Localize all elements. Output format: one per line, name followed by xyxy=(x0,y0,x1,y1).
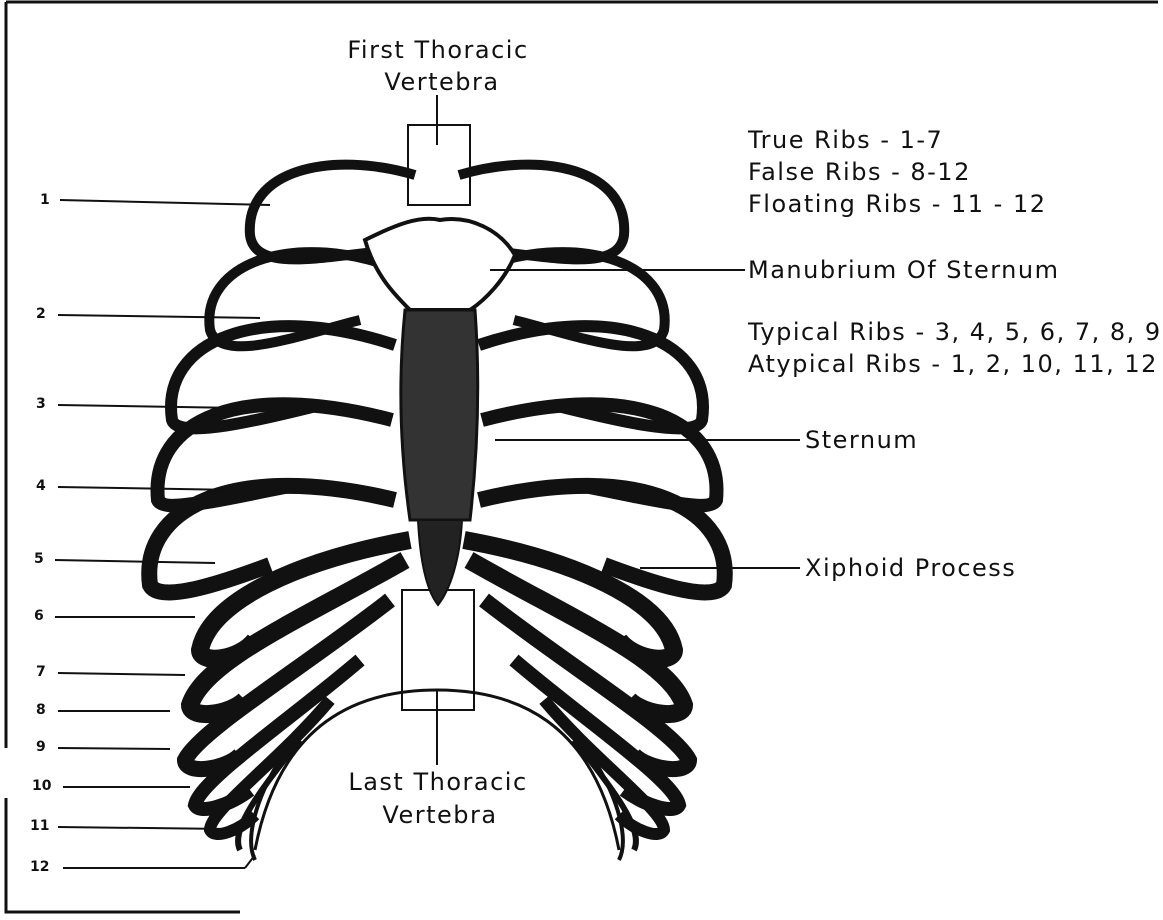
rib-number-3: 3 xyxy=(36,397,46,411)
rib-number-2: 2 xyxy=(36,307,46,321)
manubrium-shape xyxy=(365,219,515,310)
rib-number-9: 9 xyxy=(36,740,46,754)
legend-atypical-ribs: Atypical Ribs - 1, 2, 10, 11, 12 xyxy=(748,352,1158,376)
rib-number-11: 11 xyxy=(30,819,49,833)
rib-number-4: 4 xyxy=(36,479,46,493)
first-thoracic-label-line1: First Thoracic xyxy=(347,38,528,62)
legend-typical-ribs: Typical Ribs - 3, 4, 5, 6, 7, 8, 9 xyxy=(748,320,1162,344)
rib-number-8: 8 xyxy=(36,703,46,717)
first-thoracic-label-line2: Vertebra xyxy=(384,70,499,94)
legend-true-ribs: True Ribs - 1-7 xyxy=(748,128,943,152)
xiphoid-label: Xiphoid Process xyxy=(805,556,1016,580)
rib-number-6: 6 xyxy=(34,609,44,623)
rib-number-1: 1 xyxy=(40,193,50,207)
last-thoracic-label-line2: Vertebra xyxy=(382,803,497,827)
last-thoracic-label-line1: Last Thoracic xyxy=(348,770,527,794)
diagram-frame xyxy=(6,2,1158,912)
sternum-body-shape xyxy=(401,310,478,520)
manubrium-label: Manubrium Of Sternum xyxy=(748,258,1059,282)
rib-number-10: 10 xyxy=(32,779,51,793)
rib-number-7: 7 xyxy=(36,665,46,679)
rib-number-12: 12 xyxy=(30,860,49,874)
legend-false-ribs: False Ribs - 8-12 xyxy=(748,160,971,184)
rib-number-5: 5 xyxy=(34,552,44,566)
legend-floating-ribs: Floating Ribs - 11 - 12 xyxy=(748,192,1047,216)
sternum-label: Sternum xyxy=(805,428,918,452)
